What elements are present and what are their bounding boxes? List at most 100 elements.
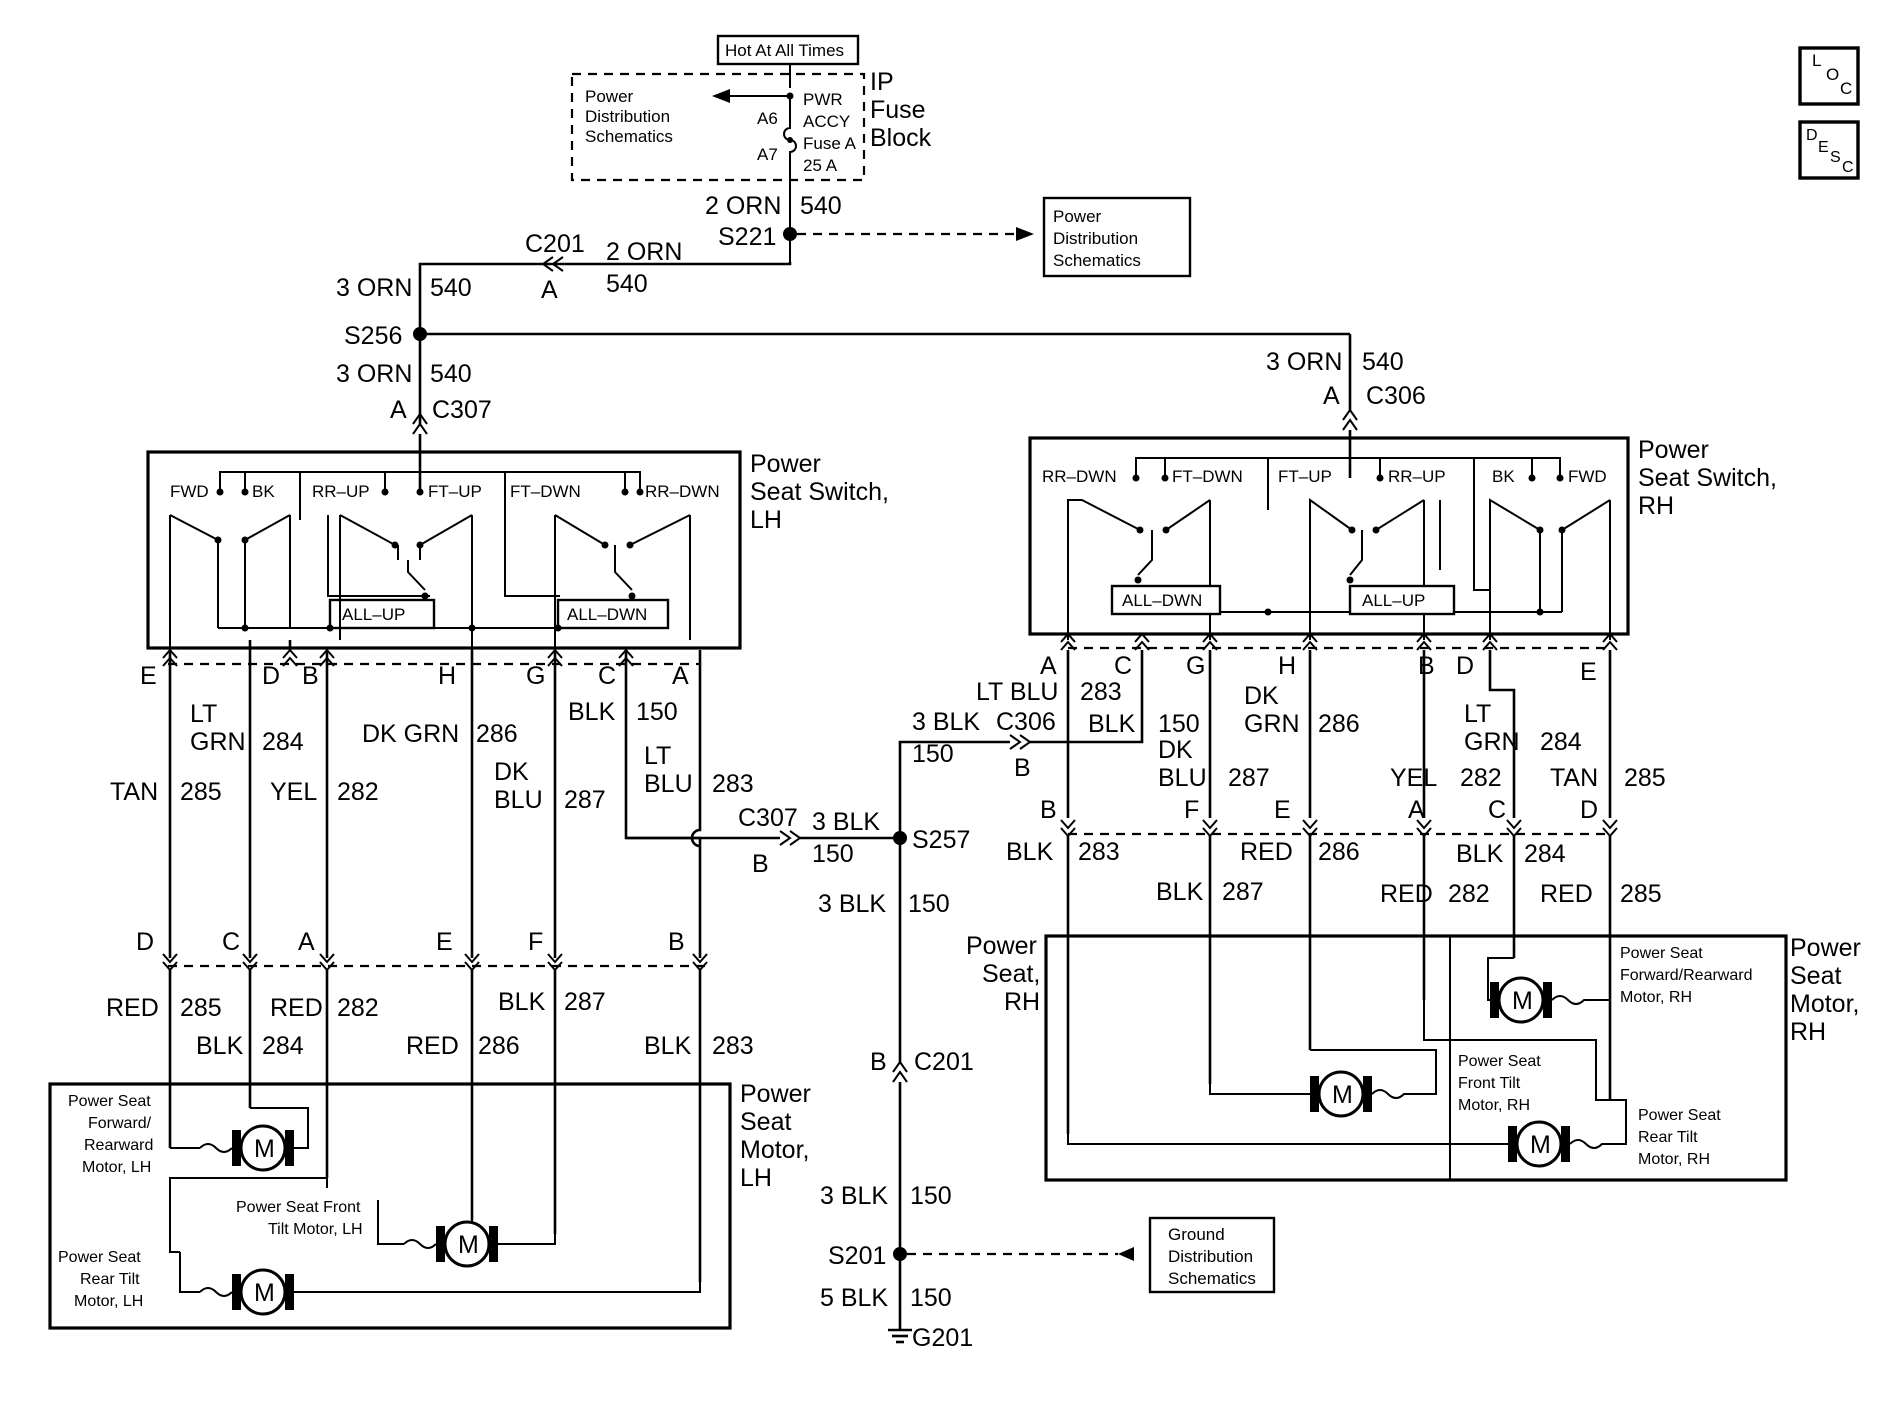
gp-c201-name: C201 — [914, 1048, 974, 1076]
loc-icon[interactable]: L O C — [1798, 46, 1860, 106]
motor-rh-title-1: Power — [1790, 934, 1861, 962]
seat-rh-2: Seat, — [982, 960, 1040, 988]
lh-bpin-e: E — [436, 928, 453, 956]
s256-bot-color: 3 ORN — [336, 360, 412, 388]
rh-all-dwn-box — [1110, 584, 1222, 616]
lh-blu2: BLU — [644, 770, 693, 798]
gp-g-circuit: 150 — [910, 1284, 952, 1312]
gp-g-color: 5 BLK — [820, 1284, 888, 1312]
gp-s257: S257 — [912, 826, 970, 854]
gp-c306l-color: 3 BLK — [912, 708, 980, 736]
rh-bottom-pins: B F E A C D — [1040, 796, 1598, 824]
rh-bpin-d: D — [1580, 796, 1598, 824]
lh-282: 282 — [337, 778, 379, 806]
lh-rear-tilt-label-3: Motor, LH — [74, 1293, 143, 1310]
lh-fwd-rear-label-3: Rearward — [84, 1137, 153, 1154]
rh-lt: LT — [1464, 700, 1491, 728]
lh-lt2: LT — [644, 742, 671, 770]
s256-top-circuit: 540 — [430, 274, 472, 302]
lh-motor-wire-labels: RED 285 BLK 284 RED 282 RED 286 BLK 287 … — [106, 988, 754, 1060]
lh-283: 283 — [712, 770, 754, 798]
lh-bottom-pins: D C A E F B — [136, 928, 685, 956]
lh-286: 286 — [476, 720, 518, 748]
rh-rear-tilt-label-3: Motor, RH — [1638, 1151, 1710, 1168]
lh-all-dwn-box — [556, 598, 670, 630]
lh-bpin-c: C — [222, 928, 240, 956]
lh-m-287: 287 — [564, 988, 606, 1016]
desc-s: S — [1830, 149, 1841, 166]
lh-m-red1: RED — [106, 994, 159, 1022]
s221-wire-color: 2 ORN — [705, 192, 781, 220]
a6-label: A6 — [757, 109, 778, 128]
lh-m-red2: RED — [270, 994, 323, 1022]
rh-m-287: 287 — [1222, 878, 1264, 906]
desc-icon[interactable]: D E S C — [1798, 120, 1860, 180]
lh-m-285: 285 — [180, 994, 222, 1022]
c201-wire-color: 2 ORN — [606, 238, 682, 266]
splice-dot-icon — [893, 1247, 907, 1261]
rh-blk: BLK — [1088, 710, 1136, 738]
rh-all-up-box — [1348, 584, 1456, 616]
lh-150: 150 — [636, 698, 678, 726]
fuse-a-label: Fuse A — [803, 134, 857, 153]
rh-m-285: 285 — [1620, 880, 1662, 908]
rh-dk2: DK — [1244, 682, 1279, 710]
switch-rh-outline — [1028, 436, 1630, 636]
lh-287: 287 — [564, 786, 606, 814]
lh-285: 285 — [180, 778, 222, 806]
rh-bk-label: BK — [1492, 467, 1515, 486]
connector-chevron-icon — [1009, 734, 1032, 750]
switch-lh: Power Seat Switch, LH FWD BK RR–UP FT–UP… — [146, 450, 889, 650]
s256-top-color: 3 ORN — [336, 274, 412, 302]
accy-label: ACCY — [803, 112, 850, 131]
rh-top-pins: A C G H B D E — [1040, 652, 1597, 686]
gp-c307-pin: B — [752, 850, 769, 878]
arrow-right-icon — [1016, 227, 1034, 241]
switch-rh: Power Seat Switch, RH RR–DWN FT–DWN FT–U… — [1028, 436, 1777, 640]
motor-lh-title-4: LH — [740, 1164, 772, 1192]
rh-motor-m-3: M — [1530, 1131, 1551, 1159]
connector-chevron-icon — [892, 1060, 908, 1083]
pwr-label: PWR — [803, 90, 843, 109]
rh-grn: GRN — [1244, 710, 1300, 738]
lh-bottom-chevrons — [162, 953, 708, 972]
connector-c306-top: 3 ORN 540 A C306 — [1266, 348, 1426, 478]
c307-pin: A — [390, 396, 407, 424]
gp-g201: G201 — [912, 1324, 973, 1352]
rh-m-284: 284 — [1524, 840, 1566, 868]
gp-s201-circuit: 150 — [910, 1182, 952, 1210]
rh-150: 150 — [1158, 710, 1200, 738]
rh-wires — [1030, 650, 1612, 818]
lh-fwd-label: FWD — [170, 482, 209, 501]
rh-rear-tilt-label-2: Rear Tilt — [1638, 1129, 1698, 1146]
rh-blu: BLU — [1158, 764, 1207, 792]
lh-pin-a: A — [672, 662, 689, 690]
lh-front-tilt-label-1: Power Seat Front — [236, 1199, 361, 1216]
switch-lh-title-2: Seat Switch, — [750, 478, 889, 506]
switch-rh-title-2: Seat Switch, — [1638, 464, 1777, 492]
s256-name: S256 — [344, 322, 402, 350]
gnd-dist-line-1: Ground — [1168, 1225, 1225, 1244]
rh-motor-wire-labels: BLK 283 BLK 287 RED 286 RED 282 BLK 284 … — [1006, 838, 1662, 908]
lh-pin-d: D — [262, 662, 280, 690]
lh-bpin-b: B — [668, 928, 685, 956]
fuse-symbol-icon — [783, 96, 797, 212]
seat-rh-3: RH — [1004, 988, 1040, 1016]
rh-m-blk1: BLK — [1006, 838, 1054, 866]
motor-rh-title-3: Motor, — [1790, 990, 1859, 1018]
ip-fuse-block-title-2: Fuse — [870, 96, 926, 124]
arrow-left-icon — [1118, 1247, 1134, 1261]
s221-name: S221 — [718, 223, 776, 251]
lh-all-dwn-label: ALL–DWN — [567, 605, 647, 624]
desc-e: E — [1818, 139, 1829, 156]
rh-fwd-rear-label-1: Power Seat — [1620, 945, 1703, 962]
lh-front-tilt-label-2: Tilt Motor, LH — [268, 1221, 363, 1238]
rh-top-chevrons — [1060, 632, 1618, 651]
lh-ft-dwn-label: FT–DWN — [510, 482, 581, 501]
rh-pin-a: A — [1040, 652, 1057, 680]
rh-pin-c: C — [1114, 652, 1132, 680]
rh-pin-b: B — [1418, 652, 1435, 680]
switch-rh-title-1: Power — [1638, 436, 1709, 464]
motor-rh: Power Seat, RH Power Seat Motor, RH Powe… — [966, 932, 1861, 1182]
lh-top-pins: E D B H G C A — [140, 662, 689, 690]
